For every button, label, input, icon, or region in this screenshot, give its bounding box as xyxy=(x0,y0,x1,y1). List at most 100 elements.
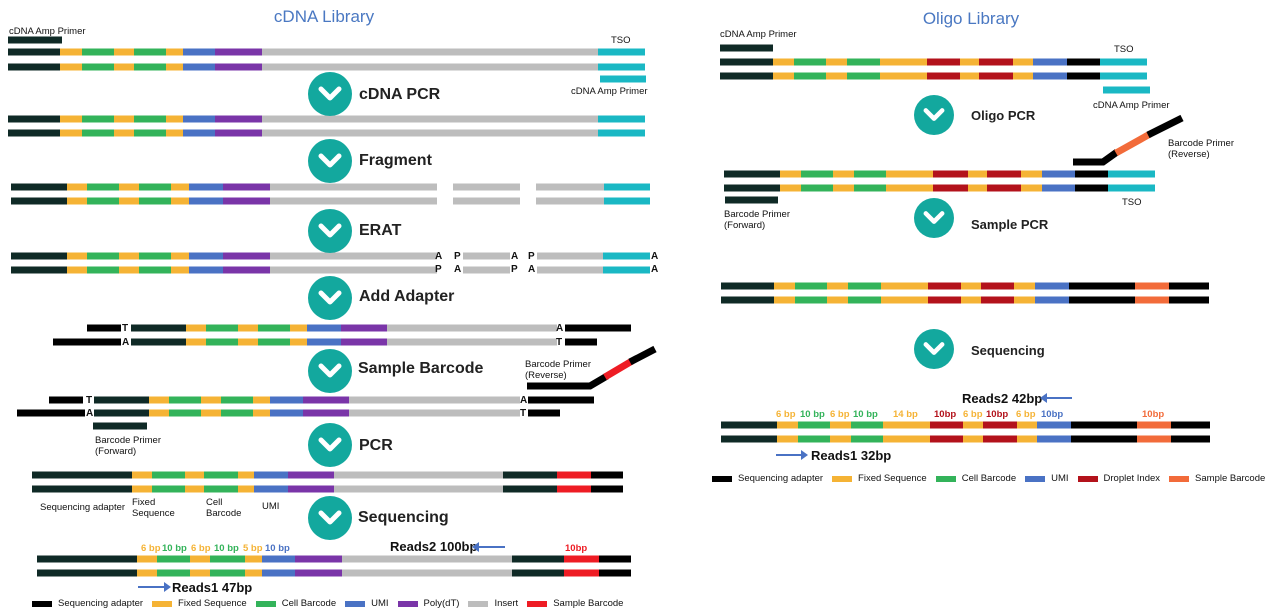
legend-swatch xyxy=(255,600,276,607)
strand-segment xyxy=(290,324,307,332)
strand-segment xyxy=(987,184,1021,192)
strand-segment xyxy=(223,183,270,191)
strand-segment xyxy=(134,63,166,71)
strand-segment xyxy=(720,58,773,66)
strand-segment xyxy=(721,296,774,304)
strand-segment xyxy=(258,338,290,346)
strand-segment xyxy=(933,184,968,192)
strand-segment xyxy=(349,396,520,404)
chevron-down-icon xyxy=(308,276,352,320)
primer-line xyxy=(603,357,634,381)
strand-segment xyxy=(1169,296,1209,304)
strand-segment xyxy=(599,569,631,577)
sequencing-adapter-label: Sequencing adapter xyxy=(40,502,126,513)
strand-segment xyxy=(503,471,557,479)
strand-segment xyxy=(183,48,215,56)
primer-line xyxy=(1114,130,1152,157)
strand-segment xyxy=(223,266,270,274)
strand-segment xyxy=(342,569,512,577)
strand-segment xyxy=(342,555,512,563)
strand-segment xyxy=(928,296,961,304)
strand-segment xyxy=(1017,435,1037,443)
strand-segment xyxy=(960,58,979,66)
strand-segment xyxy=(598,115,645,123)
strand-segment xyxy=(777,421,798,429)
strand-segment xyxy=(1014,296,1035,304)
legend-item: Cell Barcode xyxy=(935,473,1016,484)
strand-segment xyxy=(157,569,190,577)
strand-segment xyxy=(290,338,307,346)
strand-segment xyxy=(960,72,979,80)
strand-segment xyxy=(60,115,82,123)
strand-segment xyxy=(1021,170,1042,178)
strand-segment xyxy=(1021,184,1042,192)
primer-line xyxy=(527,372,609,390)
oligo-tso2-label: TSO xyxy=(1122,197,1142,208)
bp-label: 10bp xyxy=(986,409,1009,420)
legend-item: UMI xyxy=(345,598,389,609)
strand-segment xyxy=(557,485,591,493)
strand-segment xyxy=(8,63,60,71)
strand-segment xyxy=(1013,58,1033,66)
strand-segment xyxy=(157,555,190,563)
strand-segment xyxy=(137,555,157,563)
strand-segment xyxy=(119,183,139,191)
legend-item: Cell Barcode xyxy=(255,598,337,609)
strand-segment xyxy=(262,48,598,56)
strand-segment xyxy=(215,63,262,71)
strand-segment xyxy=(883,421,930,429)
legend-label: Cell Barcode xyxy=(281,598,337,609)
strand-segment xyxy=(254,471,288,479)
strand-segment xyxy=(1067,72,1100,80)
legend-label: Insert xyxy=(494,598,519,609)
strand-segment xyxy=(1135,282,1169,290)
end-char-label: P xyxy=(511,264,518,275)
end-char-label: A xyxy=(511,251,519,262)
end-char-label: P xyxy=(454,251,461,262)
strand-segment xyxy=(185,485,204,493)
strand-segment xyxy=(215,48,262,56)
strand-segment xyxy=(833,170,854,178)
strand-segment xyxy=(8,48,60,56)
legend-swatch xyxy=(1025,475,1046,482)
step-cdna-pcr: cDNA PCR xyxy=(359,86,441,103)
legend-swatch xyxy=(712,475,732,482)
strand-segment xyxy=(598,63,645,71)
strand-segment xyxy=(1137,421,1171,429)
strand-segment xyxy=(564,555,599,563)
strand-segment xyxy=(201,409,221,417)
chevron-down-icon xyxy=(914,198,954,238)
strand-segment xyxy=(334,471,503,479)
legend-label: Fixed Sequence xyxy=(178,598,247,609)
end-char-label: A xyxy=(520,395,528,406)
strand-segment xyxy=(780,170,801,178)
step-oligo-pcr: Oligo PCR xyxy=(971,108,1036,123)
end-char-label: T xyxy=(122,323,129,334)
strand-segment xyxy=(979,72,1013,80)
strand-segment xyxy=(94,409,149,417)
strand-segment xyxy=(262,115,598,123)
strand-segment xyxy=(848,296,881,304)
strand-segment xyxy=(826,72,847,80)
strand-segment xyxy=(1069,282,1135,290)
strand-segment xyxy=(721,421,777,429)
strand-segment xyxy=(1035,282,1069,290)
strand-segment xyxy=(453,197,520,205)
strand-segment xyxy=(725,196,778,204)
legend-swatch xyxy=(935,475,956,482)
strand-segment xyxy=(190,569,210,577)
oligo-amp-primer-label: cDNA Amp Primer xyxy=(720,29,797,40)
strand-segment xyxy=(270,183,437,191)
strand-segment xyxy=(166,129,183,137)
strand-segment xyxy=(981,296,1014,304)
tso-label: TSO xyxy=(611,35,631,46)
strand-segment xyxy=(604,197,650,205)
legend-label: Fixed Sequence xyxy=(858,473,927,484)
primer-line xyxy=(628,345,657,366)
step-sequencing: Sequencing xyxy=(358,509,449,526)
strand-segment xyxy=(1033,58,1067,66)
strand-segment xyxy=(1108,170,1155,178)
strand-segment xyxy=(536,183,604,191)
strand-segment xyxy=(981,282,1014,290)
